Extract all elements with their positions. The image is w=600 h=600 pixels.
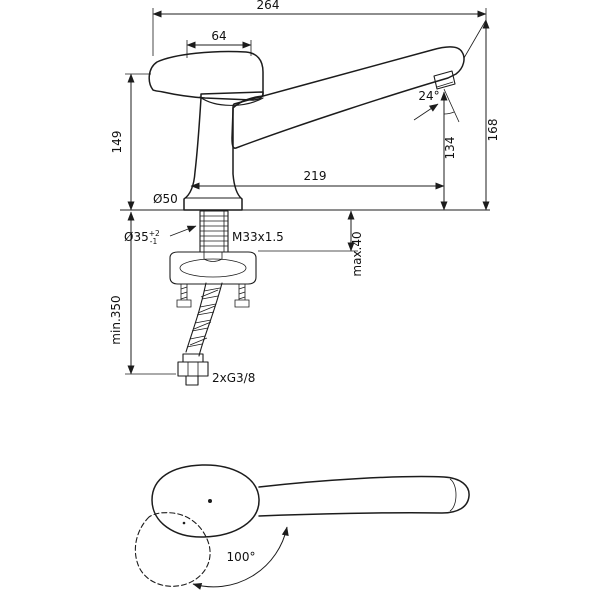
dim-overall-width-label: 264 [257,0,280,12]
faucet-top-view: 100° [134,464,470,590]
faucet-handle-outline [148,50,264,101]
faucet-spout-outline [231,46,465,149]
bracket-screw-left [176,284,192,308]
flexible-hose [185,282,223,357]
mounting-bracket-outline [169,251,257,285]
top-view-detail-dot [182,521,186,525]
bracket-inner-contour [179,258,247,278]
dim-hole-diameter-label: Ø35+2-1 [124,229,160,246]
shank-thread-lines [200,211,228,252]
dim-hose-length-label: min.350 [109,295,123,344]
side-view-dimensions: 264 64 149 min.350 219 134 168 max.40 [109,0,500,385]
aerator-face-line [436,81,454,88]
top-view-handle-rotated-dashed-outline [134,512,211,587]
top-view-spout-outline [258,475,470,517]
dim-spray-angle-label: 24° [418,89,439,103]
ext-line [463,19,487,59]
swivel-angle-arc [192,526,289,590]
faucet-side-view [120,46,490,211]
bracket-screw-right [234,284,250,308]
dim-handle-height-label: 149 [110,131,124,154]
handle-body-seam-line [199,96,264,106]
top-view-pivot-dot [208,499,212,503]
hose-braid-texture [186,287,221,348]
dim-overall-height-label: 168 [486,119,500,142]
bracket-center-notch [203,252,223,262]
top-view-handle-outline [151,464,260,538]
dim-outlet-height-label: 134 [443,137,457,160]
top-view-spout-end-cap-line [449,478,457,512]
dim-deck-thickness-label: max.40 [350,231,364,276]
below-deck-assembly [169,210,257,386]
aerator-outline [433,70,456,90]
dim-hose-connection-label: 2xG3/8 [212,371,255,385]
dim-spout-reach-label: 219 [304,169,327,183]
hose-end-fitting [177,353,209,386]
dim-base-diameter-label: Ø50 [153,192,178,206]
faucet-body-outline [183,91,264,211]
dim-shank-thread-label: M33x1.5 [232,230,284,244]
dim-handle-length-label: 64 [211,29,226,43]
spray-angle-annotation: 24° [413,88,460,123]
hole-diameter-annotation: Ø35+2-1 [124,225,197,246]
swivel-angle-annotation: 100° [192,526,289,590]
dim-swivel-angle-label: 100° [227,550,256,564]
